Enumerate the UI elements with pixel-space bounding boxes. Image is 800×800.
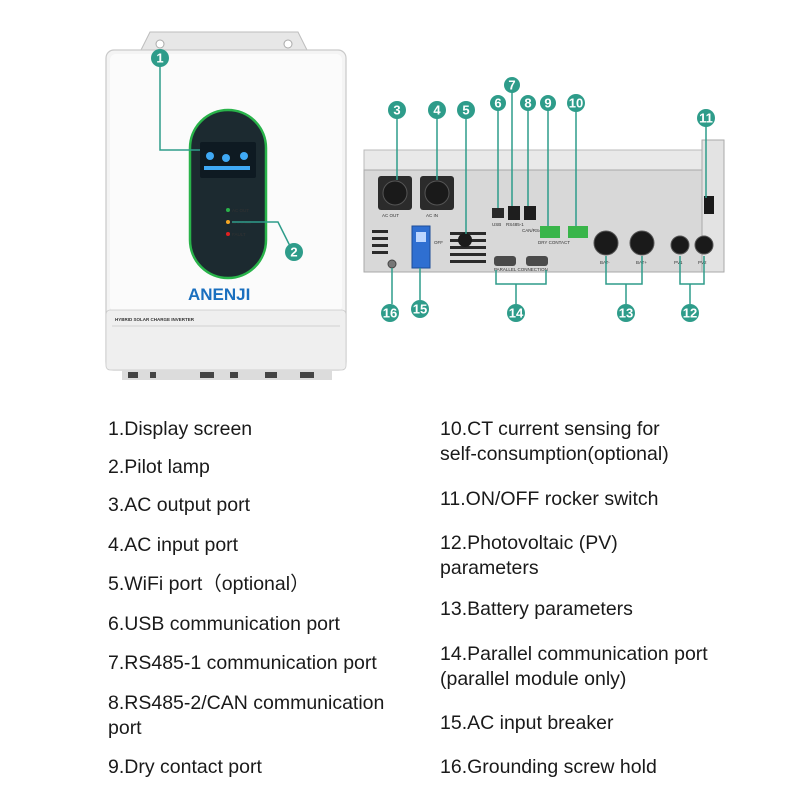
legend-item-10-cont: self-consumption(optional) [440, 443, 669, 465]
svg-text:10: 10 [569, 96, 583, 111]
callout-8: 8 [520, 95, 536, 111]
callout-13: 13 [617, 304, 635, 322]
brand-logo: ANENJI [188, 285, 250, 304]
legend-item-1: 1.Display screen [108, 418, 253, 440]
svg-text:14: 14 [509, 306, 524, 321]
callout-11: 11 [697, 109, 715, 127]
svg-text:2: 2 [290, 245, 297, 260]
legend-item-13: 13.Battery parameters [440, 598, 633, 620]
callout-16: 16 [381, 304, 399, 322]
svg-text:15: 15 [413, 302, 427, 317]
legend-item-3: 3.AC output port [108, 494, 251, 516]
legend-item-12-cont: parameters [440, 557, 539, 579]
svg-text:11: 11 [699, 111, 713, 126]
indicator-ac-out: AC OUT [232, 208, 249, 213]
callout-1: 1 [151, 49, 169, 67]
svg-text:13: 13 [619, 306, 633, 321]
callout-2: 2 [285, 243, 303, 261]
legend-item-8-cont: port [108, 717, 142, 739]
callout-5: 5 [457, 101, 475, 119]
jack-rs485-2: CAN/RS485-2 [522, 228, 551, 233]
svg-text:3: 3 [393, 103, 400, 118]
inverter-front-view: HYBRID SOLAR CHARGE INVERTER AC OUT CHAR… [105, 31, 347, 380]
svg-text:4: 4 [433, 103, 441, 118]
legend-item-10: 10.CT current sensing for [440, 418, 660, 440]
legend-item-14: 14.Parallel communication port [440, 643, 708, 665]
svg-text:9: 9 [544, 96, 551, 111]
callout-10: 10 [567, 94, 585, 112]
svg-text:7: 7 [508, 78, 515, 93]
legend-item-2: 2.Pilot lamp [108, 456, 210, 478]
pv2: PV2 [698, 260, 707, 265]
callout-4: 4 [428, 101, 446, 119]
legend-item-6: 6.USB communication port [108, 613, 340, 635]
parallel-connection-label: PARALLEL CONNECTION [494, 267, 548, 272]
callout-badges: 1 2 3 4 5 6 7 8 9 10 11 12 13 14 15 16 [151, 49, 715, 322]
jack-usb: USB [492, 222, 501, 227]
legend-item-16: 16.Grounding screw hold [440, 756, 657, 778]
callout-3: 3 [388, 101, 406, 119]
legend-item-8: 8.RS485-2/CAN communication [108, 692, 385, 714]
callout-6: 6 [490, 95, 506, 111]
callout-9: 9 [540, 95, 556, 111]
svg-text:5: 5 [462, 103, 469, 118]
svg-text:1: 1 [156, 51, 163, 66]
callout-12: 12 [681, 304, 699, 322]
legend-item-14-cont: (parallel module only) [440, 668, 627, 690]
inverter-rear-view: AC OUT AC IN OFF USB RS485-1 CAN/RS485-2… [363, 92, 725, 304]
callout-15: 15 [411, 300, 429, 318]
jack-rs485-1: RS485-1 [506, 222, 524, 227]
svg-text:8: 8 [524, 96, 531, 111]
legend-item-12: 12.Photovoltaic (PV) [440, 532, 618, 554]
jack-ac-in: AC IN [426, 213, 438, 218]
breaker-off: OFF [434, 240, 443, 245]
indicator-fault: FAULT [232, 232, 246, 237]
legend-item-7: 7.RS485-1 communication port [108, 652, 377, 674]
legend-item-11: 11.ON/OFF rocker switch [440, 488, 659, 510]
svg-text:6: 6 [494, 96, 501, 111]
jack-ac-out: AC OUT [382, 213, 399, 218]
product-diagram: HYBRID SOLAR CHARGE INVERTER AC OUT CHAR… [105, 31, 725, 380]
jack-dry-contact: DRY CONTACT [538, 240, 570, 245]
legend-item-4: 4.AC input port [108, 534, 239, 556]
legend-item-5: 5.WiFi port（optional） [108, 573, 310, 595]
pv1: PV1 [674, 260, 683, 265]
model-label: HYBRID SOLAR CHARGE INVERTER [115, 317, 195, 322]
callout-14: 14 [507, 304, 525, 322]
svg-text:16: 16 [383, 306, 397, 321]
battery-neg: BAT- [600, 260, 610, 265]
svg-text:12: 12 [683, 306, 697, 321]
legend-item-15: 15.AC input breaker [440, 712, 614, 734]
legend-item-9: 9.Dry contact port [108, 756, 262, 778]
callout-7: 7 [504, 77, 520, 93]
